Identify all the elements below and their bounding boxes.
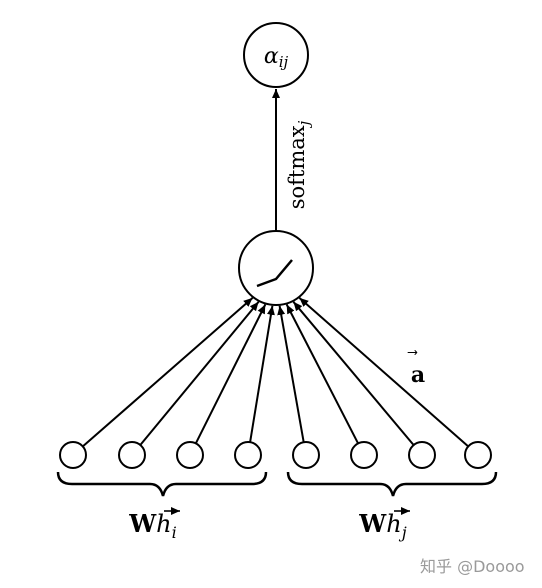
svg-text:Whj: Whj [358,509,406,542]
input-node-8 [464,441,492,469]
svg-text:Whi: Whi [128,509,177,542]
left-matrix-symbol: W [128,509,157,538]
right-matrix-symbol: W [358,509,387,538]
input-node-4 [234,441,262,469]
input-edge-1 [82,297,254,448]
right-brace [286,471,498,497]
input-node-6 [350,441,378,469]
input-node-7 [408,441,436,469]
input-node-2 [118,441,146,469]
input-node-3 [176,441,204,469]
input-edge-5 [277,305,305,443]
input-edge-4 [249,305,275,443]
input-node-1 [59,441,87,469]
svg-text:αij: αij [264,44,289,71]
attention-vector-arrow: ⃗ [407,350,418,355]
input-edges [82,297,469,448]
leakyrelu-node [238,230,314,306]
input-edge-8 [298,297,469,448]
softmax-subscript: j [295,120,313,128]
input-edge-2 [139,301,260,446]
right-subscript: j [399,523,407,542]
right-group-label: Whj [358,507,410,542]
alpha-symbol: α [264,44,279,69]
attention-vector-symbol: a [411,362,425,388]
output-node-alpha: αij [243,22,309,88]
right-vector-symbol: h [386,510,401,538]
input-edge-3 [194,304,267,444]
left-brace [56,471,268,497]
softmax-text: softmax [285,125,309,209]
left-subscript: i [172,523,177,542]
leakyrelu-icon [256,259,293,288]
input-edge-7 [292,301,415,446]
left-group-label: Whi [128,507,180,542]
softmax-label: softmaxj [285,120,313,209]
attention-vector-label: a ⃗ [407,350,425,388]
left-vector-symbol: h [156,510,171,538]
input-node-5 [292,441,320,469]
input-nodes [59,441,492,469]
watermark: 知乎 @Doooo [420,557,525,576]
alpha-subscript: ij [279,53,289,71]
input-edge-6 [285,304,359,444]
